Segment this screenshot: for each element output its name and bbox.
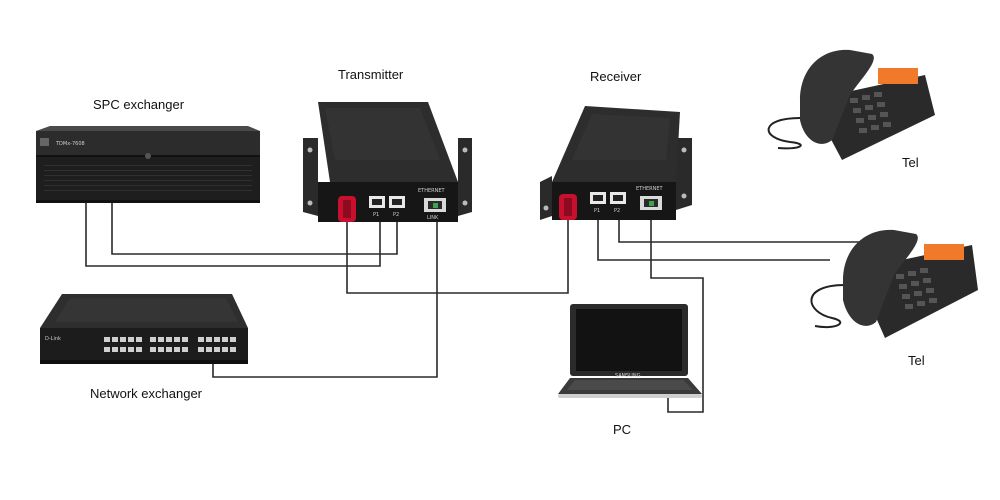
laptop-brand-text: SAMSUNG bbox=[615, 373, 641, 379]
telephone-bottom-device bbox=[810, 229, 978, 338]
cable-fiber-transmitter-to-receiver bbox=[346, 220, 569, 294]
tel-bottom-label: Tel bbox=[908, 353, 925, 368]
network-switch-device: D-Link bbox=[40, 294, 248, 364]
cable-receiver-p2-to-tel-top bbox=[618, 220, 880, 243]
laptop-device: SAMSUNG bbox=[558, 304, 702, 398]
telephone-top-device bbox=[767, 49, 935, 160]
tel-top-label: Tel bbox=[902, 155, 919, 170]
telephone-top-display bbox=[878, 68, 918, 84]
cable-spc-to-transmitter-p1 bbox=[85, 200, 381, 267]
switch-brand-text: D-Link bbox=[45, 336, 61, 342]
receiver-label: Receiver bbox=[590, 69, 642, 84]
spc-exchanger-label: SPC exchanger bbox=[93, 97, 185, 112]
receiver-device: P1 P2 ETHERNET bbox=[540, 106, 692, 220]
receiver-p1-label: P1 bbox=[594, 208, 600, 214]
cable-spc-to-transmitter-p2 bbox=[111, 200, 398, 255]
switch-ports bbox=[104, 337, 236, 352]
receiver-p2-label: P2 bbox=[614, 208, 620, 214]
pc-label: PC bbox=[613, 422, 632, 437]
transmitter-ethernet-label: ETHERNET bbox=[418, 188, 446, 194]
network-exchanger-label: Network exchanger bbox=[90, 386, 202, 401]
cable-switch-to-transmitter-ethernet bbox=[212, 212, 438, 378]
telephone-bottom-handset bbox=[843, 229, 918, 326]
cable-receiver-ethernet-to-pc bbox=[650, 218, 704, 413]
transmitter-label: Transmitter bbox=[338, 67, 404, 82]
telephone-bottom-display bbox=[924, 244, 964, 260]
telephone-top-handset bbox=[800, 49, 874, 144]
transmitter-device: P1 P2 ETHERNET LINK bbox=[303, 102, 472, 222]
transmitter-link-label: LINK bbox=[427, 215, 439, 221]
transmitter-p1-label: P1 bbox=[373, 212, 379, 218]
spc-exchanger-device: TDMx-7608 bbox=[36, 126, 260, 203]
cable-receiver-p1-to-tel-bottom bbox=[597, 220, 830, 261]
spc-brand-text: TDMx-7608 bbox=[55, 141, 85, 147]
receiver-ethernet-label: ETHERNET bbox=[636, 186, 664, 192]
cables bbox=[85, 200, 880, 413]
transmitter-p2-label: P2 bbox=[393, 212, 399, 218]
